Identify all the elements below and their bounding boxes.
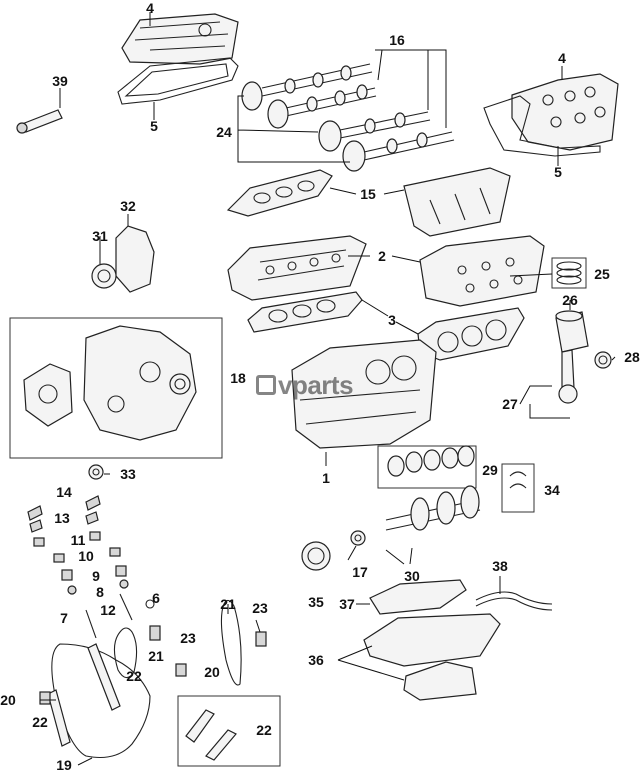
manifold-gasket-right[interactable] bbox=[403, 167, 511, 237]
piston[interactable] bbox=[555, 310, 589, 353]
callout-32[interactable]: 32 bbox=[120, 198, 136, 214]
callout-13[interactable]: 13 bbox=[54, 510, 70, 526]
callout-20-left[interactable]: 20 bbox=[0, 692, 16, 708]
callout-26[interactable]: 26 bbox=[562, 292, 578, 308]
connecting-rod[interactable] bbox=[558, 349, 578, 404]
callout-4-top[interactable]: 4 bbox=[146, 0, 154, 16]
callout-16[interactable]: 16 bbox=[389, 32, 405, 48]
camshaft-4[interactable] bbox=[342, 131, 455, 172]
callout-18[interactable]: 18 bbox=[230, 370, 246, 386]
callout-22-box[interactable]: 22 bbox=[256, 722, 272, 738]
callout-36[interactable]: 36 bbox=[308, 652, 324, 668]
crank-pulley[interactable] bbox=[301, 541, 331, 571]
timing-cover-plate[interactable] bbox=[115, 225, 155, 293]
boxed-chain-guides[interactable] bbox=[185, 709, 237, 761]
callout-6[interactable]: 6 bbox=[152, 590, 160, 606]
cam-bolt[interactable] bbox=[16, 109, 63, 134]
callout-1[interactable]: 1 bbox=[322, 470, 330, 486]
callout-22-top[interactable]: 22 bbox=[126, 668, 142, 684]
cylinder-head-right[interactable] bbox=[419, 235, 545, 307]
callout-5-left[interactable]: 5 bbox=[150, 118, 158, 134]
main-bearings[interactable] bbox=[387, 445, 475, 477]
watermark-text: vparts bbox=[278, 370, 354, 400]
front-timing-cover[interactable] bbox=[83, 325, 197, 441]
callout-21-top[interactable]: 21 bbox=[220, 596, 236, 612]
camshaft-3[interactable] bbox=[318, 111, 431, 152]
callout-3[interactable]: 3 bbox=[388, 312, 396, 328]
lower-oil-pan[interactable] bbox=[403, 661, 477, 701]
callout-9[interactable]: 9 bbox=[92, 568, 100, 584]
callout-33[interactable]: 33 bbox=[120, 466, 136, 482]
cylinder-head-left[interactable] bbox=[227, 235, 367, 301]
callout-12[interactable]: 12 bbox=[100, 602, 116, 618]
valve-cover-right[interactable] bbox=[511, 73, 619, 151]
oil-baffle[interactable] bbox=[369, 579, 467, 615]
callout-29[interactable]: 29 bbox=[482, 462, 498, 478]
water-pump[interactable] bbox=[169, 373, 191, 395]
callout-20-mid[interactable]: 20 bbox=[204, 664, 220, 680]
chain-guides[interactable] bbox=[47, 643, 121, 747]
callout-24[interactable]: 24 bbox=[216, 124, 232, 140]
callout-7[interactable]: 7 bbox=[60, 610, 68, 626]
callout-38[interactable]: 38 bbox=[492, 558, 508, 574]
callout-4-right[interactable]: 4 bbox=[558, 50, 566, 66]
callout-39[interactable]: 39 bbox=[52, 73, 68, 89]
guide-box bbox=[177, 695, 281, 767]
chain-tensioners[interactable] bbox=[39, 625, 267, 705]
callout-25[interactable]: 25 bbox=[594, 266, 610, 282]
oil-pump[interactable] bbox=[23, 363, 73, 427]
crankshaft[interactable] bbox=[385, 485, 481, 531]
dipstick-tube[interactable] bbox=[475, 591, 553, 611]
main-bearings-box bbox=[377, 445, 477, 489]
crank-sprocket[interactable] bbox=[350, 530, 366, 546]
vparts-watermark: vparts bbox=[256, 370, 354, 401]
upper-oil-pan[interactable] bbox=[363, 613, 501, 667]
piston-rings[interactable] bbox=[551, 257, 587, 289]
callout-37[interactable]: 37 bbox=[339, 596, 355, 612]
callout-17[interactable]: 17 bbox=[352, 564, 368, 580]
callout-19[interactable]: 19 bbox=[56, 757, 72, 773]
valve-cover-gasket-left[interactable] bbox=[117, 57, 239, 105]
head-gasket-right[interactable] bbox=[417, 307, 525, 361]
callout-34[interactable]: 34 bbox=[544, 482, 560, 498]
callout-23-top[interactable]: 23 bbox=[252, 600, 268, 616]
callout-8[interactable]: 8 bbox=[96, 584, 104, 600]
valve-cover-left[interactable] bbox=[121, 13, 239, 65]
callout-23-mid[interactable]: 23 bbox=[180, 630, 196, 646]
callout-35[interactable]: 35 bbox=[308, 594, 324, 610]
crank-seal[interactable] bbox=[91, 263, 117, 289]
callout-22-left[interactable]: 22 bbox=[32, 714, 48, 730]
callout-21-mid[interactable]: 21 bbox=[148, 648, 164, 664]
vparts-logo-icon bbox=[256, 375, 276, 395]
callout-15[interactable]: 15 bbox=[360, 186, 376, 202]
callout-14[interactable]: 14 bbox=[56, 484, 72, 500]
callout-5-right[interactable]: 5 bbox=[554, 164, 562, 180]
timing-chain-small-1[interactable] bbox=[220, 599, 242, 686]
callout-11[interactable]: 11 bbox=[70, 532, 86, 548]
engine-block[interactable] bbox=[291, 339, 437, 449]
callout-27[interactable]: 27 bbox=[502, 396, 518, 412]
rear-seal[interactable] bbox=[88, 464, 104, 480]
callout-28[interactable]: 28 bbox=[624, 349, 640, 365]
rod-bearing[interactable] bbox=[594, 351, 612, 369]
callout-2[interactable]: 2 bbox=[378, 248, 386, 264]
callout-31[interactable]: 31 bbox=[92, 228, 108, 244]
callout-30[interactable]: 30 bbox=[404, 568, 420, 584]
thrust-washer-box bbox=[501, 463, 535, 513]
camshaft-2[interactable] bbox=[267, 84, 377, 129]
leader-lines bbox=[40, 12, 616, 766]
callout-10[interactable]: 10 bbox=[78, 548, 94, 564]
valve-cover-gasket-right[interactable] bbox=[483, 95, 601, 157]
valve-train-parts[interactable] bbox=[27, 495, 155, 639]
front-cover-group-box bbox=[9, 317, 223, 459]
manifold-gasket-left[interactable] bbox=[226, 169, 333, 217]
thrust-washers[interactable] bbox=[509, 471, 527, 489]
